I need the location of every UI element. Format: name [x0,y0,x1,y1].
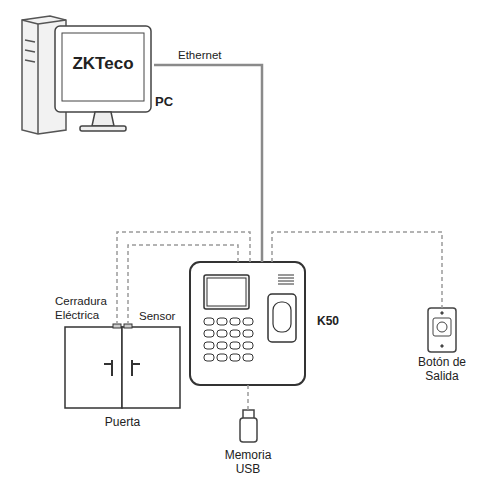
exit-button [441,312,443,314]
part-label: Sensor [139,309,183,323]
signal-wire [248,385,249,410]
exit-button [428,308,456,352]
connector-line [117,232,250,324]
door [124,324,132,328]
key [230,318,240,325]
door-node: Puerta [65,327,180,408]
signal-wire [272,232,442,308]
key [230,330,240,337]
signal-wire [128,245,238,324]
node-label: Botón de Salida [402,355,482,383]
node-label: PC [155,95,185,109]
key [243,354,253,361]
usb-node: Memoria USB [240,410,257,442]
speaker-grille [278,275,294,284]
pc-monitor [80,126,126,131]
exit-button [433,318,451,336]
k50-terminal [190,262,305,385]
key [243,330,253,337]
k50-terminal [190,262,305,385]
pc-monitor [92,112,114,126]
pc-tower [25,50,35,52]
speaker-grille [278,284,294,285]
exit-button [441,345,443,347]
key [204,330,214,337]
key [217,330,227,337]
node-label: Memoria USB [213,448,283,476]
k50-terminal [204,275,249,309]
pc-tower [22,20,66,24]
exit-button [428,308,456,352]
door [65,327,122,408]
key [204,318,214,325]
door [122,327,180,408]
usb-stick [240,410,257,442]
connector-line [272,232,442,308]
door [113,324,121,328]
pc-tower [25,40,35,42]
logo-text: ZKTeco [62,57,144,71]
usb-stick [240,418,257,442]
connector-line [128,245,238,324]
key [230,342,240,349]
key [204,354,214,361]
part-label: Cerradura Eléctrica [55,294,113,322]
signal-wire [117,232,250,324]
terminal-node: K50 [190,262,305,385]
key [217,318,227,325]
exit-button [437,322,447,332]
key [204,342,214,349]
pc-tower [37,24,39,134]
pc-monitor [55,26,151,131]
connector-line [247,385,249,410]
speaker-grille [278,281,294,282]
edge-label: Ethernet [176,48,240,62]
key [243,318,253,325]
k50-terminal [268,294,296,342]
key [230,354,240,361]
keypad [204,318,253,361]
k50-terminal [207,278,246,306]
door [65,324,180,408]
key [217,354,227,361]
k50-terminal [273,302,291,332]
pc-monitor [62,33,144,101]
key [217,342,227,349]
pc-tower [25,60,35,62]
exit-button-node: Botón de Salida [428,308,456,352]
pc-node: PC [15,15,152,137]
speaker-grille [278,278,294,279]
node-label: K50 [317,314,351,328]
speaker-grille [278,275,294,276]
key [243,342,253,349]
node-label: Puerta [65,415,180,429]
door [104,360,140,376]
pc-monitor [55,26,151,112]
